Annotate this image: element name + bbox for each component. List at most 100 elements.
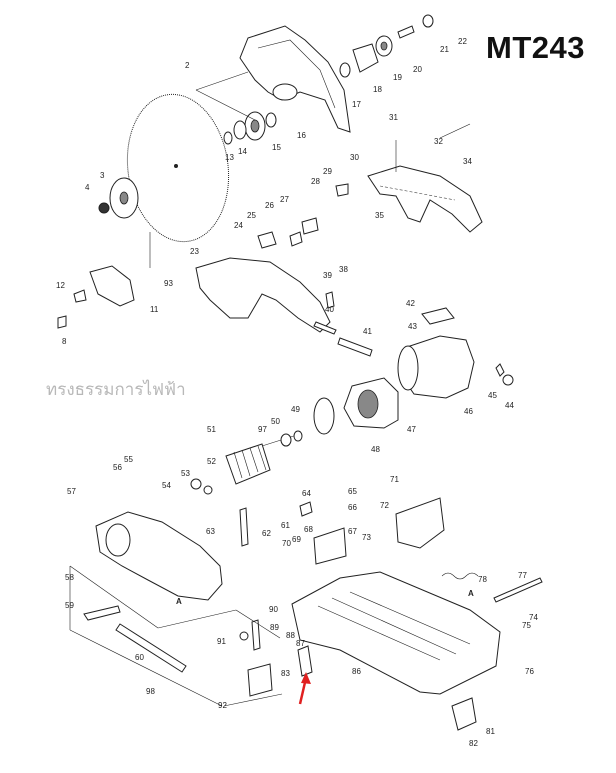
part-number-label: 73: [362, 533, 371, 542]
part-number-label: 75: [522, 621, 531, 630]
part-number-label: 65: [348, 487, 357, 496]
part-number-label: 71: [390, 475, 399, 484]
part-number-label: 63: [206, 527, 215, 536]
part-number-label: 2: [185, 61, 190, 70]
safety-cover-part: [57, 265, 135, 329]
part-number-label: 53: [181, 469, 190, 478]
part-number-label: 49: [291, 405, 300, 414]
leader-lines: [69, 71, 471, 707]
part-number-label: 50: [271, 417, 280, 426]
part-number-label: 42: [406, 299, 415, 308]
part-number-label: 20: [413, 65, 422, 74]
part-number-label: 43: [408, 322, 417, 331]
part-number-label: 89: [270, 623, 279, 632]
part-number-label: 45: [488, 391, 497, 400]
part-number-label: 77: [518, 571, 527, 580]
part-number-label: 54: [162, 481, 171, 490]
part-number-label: 67: [348, 527, 357, 536]
part-number-label: 58: [65, 573, 74, 582]
part-number-label: 55: [124, 455, 133, 464]
part-number-label: 21: [440, 45, 449, 54]
part-number-label: 87: [296, 639, 305, 648]
part-number-label: 74: [529, 613, 538, 622]
part-number-label: 51: [207, 425, 216, 434]
part-number-label: 38: [339, 265, 348, 274]
part-number-label: 12: [56, 281, 65, 290]
part-number-label: 47: [407, 425, 416, 434]
side-rail-parts: [239, 501, 347, 565]
spindle-parts: [339, 14, 434, 78]
highlight-arrow: [298, 672, 311, 705]
cover-plate-part: [451, 697, 477, 731]
field-coil-part: [343, 377, 399, 429]
switch-parts: [257, 183, 349, 249]
part-number-label: 28: [311, 177, 320, 186]
part-number-label: 93: [164, 279, 173, 288]
part-number-label: 48: [371, 445, 380, 454]
part-number-label: 92: [218, 701, 227, 710]
part-number-label: 83: [281, 669, 290, 678]
part-number-label: 4: [85, 183, 90, 192]
part-number-label: 27: [280, 195, 289, 204]
part-number-label: 14: [238, 147, 247, 156]
part-number-label: 91: [217, 637, 226, 646]
saw-blade-part: [126, 93, 230, 243]
part-number-label: 76: [525, 667, 534, 676]
part-number-label: 3: [100, 171, 105, 180]
part-number-label: 59: [65, 601, 74, 610]
part-number-label: 34: [463, 157, 472, 166]
part-number-label: 61: [281, 521, 290, 530]
part-number-label: 32: [434, 137, 443, 146]
gear-housing-part: [95, 511, 223, 601]
watermark-text: ทรงธรรมการไฟฟ้า: [46, 380, 186, 400]
armature-part: [190, 430, 303, 495]
shaft-parts: [313, 291, 514, 386]
part-number-label: 52: [207, 457, 216, 466]
part-number-label: 30: [350, 153, 359, 162]
part-number-label: 82: [469, 739, 478, 748]
part-number-label: 18: [373, 85, 382, 94]
part-number-label: 11: [150, 305, 159, 314]
part-number-label: 66: [348, 503, 357, 512]
part-number-label: 19: [393, 73, 402, 82]
part-number-label: 69: [292, 535, 301, 544]
part-number-label: 35: [375, 211, 384, 220]
part-number-label: 41: [363, 327, 372, 336]
part-number-label: 78: [478, 575, 487, 584]
part-number-label: 23: [190, 247, 199, 256]
part-number-label: 29: [323, 167, 332, 176]
part-number-label: 56: [113, 463, 122, 472]
blade-guard-part: [239, 25, 351, 133]
part-number-label: 81: [486, 727, 495, 736]
handle-part: [367, 165, 483, 233]
part-number-label: 70: [282, 539, 291, 548]
part-number-label: 60: [135, 653, 144, 662]
motor-housing-cover-part: [195, 257, 331, 333]
part-number-label: 44: [505, 401, 514, 410]
motor-housing-part: [397, 307, 475, 399]
part-number-label: 98: [146, 687, 155, 696]
part-number-label: 31: [389, 113, 398, 122]
part-number-label: 90: [269, 605, 278, 614]
part-number-label: 62: [262, 529, 271, 538]
flange-parts: [223, 111, 277, 145]
part-number-label: 88: [286, 631, 295, 640]
part-number-label: 26: [265, 201, 274, 210]
part-number-label: 24: [234, 221, 243, 230]
part-number-label: 68: [304, 525, 313, 534]
lower-link-parts: [239, 619, 313, 697]
part-number-label: 39: [323, 271, 332, 280]
base-part: [291, 571, 501, 695]
fence-part: [395, 497, 445, 549]
reference-mark-a: A: [176, 597, 182, 606]
part-number-label: 17: [352, 100, 361, 109]
outer-flange-part: [98, 177, 139, 219]
part-number-label: 64: [302, 489, 311, 498]
part-number-label: 25: [247, 211, 256, 220]
part-number-label: 8: [62, 337, 67, 346]
part-number-label: 15: [272, 143, 281, 152]
spring-rod-parts: [441, 572, 543, 603]
left-side-parts: [83, 605, 187, 673]
